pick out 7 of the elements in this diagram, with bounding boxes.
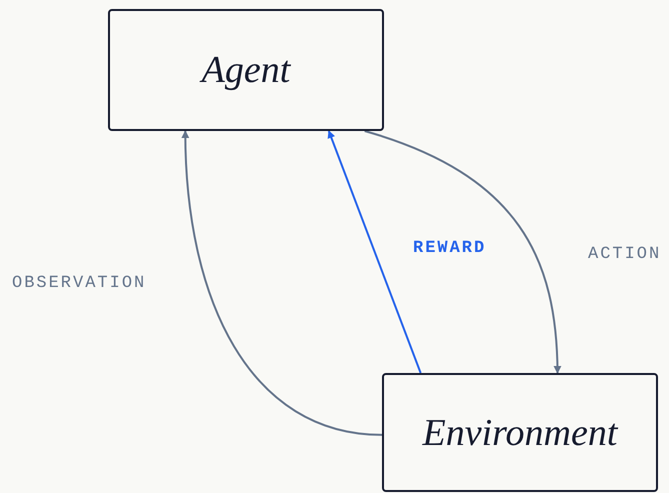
node-label: Environment: [422, 410, 618, 454]
process-box: [382, 373, 658, 492]
arrow: [182, 130, 382, 436]
node-label: Agent: [202, 48, 290, 92]
arrow: [328, 130, 422, 374]
arrow: [364, 130, 562, 374]
process-box: [108, 9, 384, 131]
